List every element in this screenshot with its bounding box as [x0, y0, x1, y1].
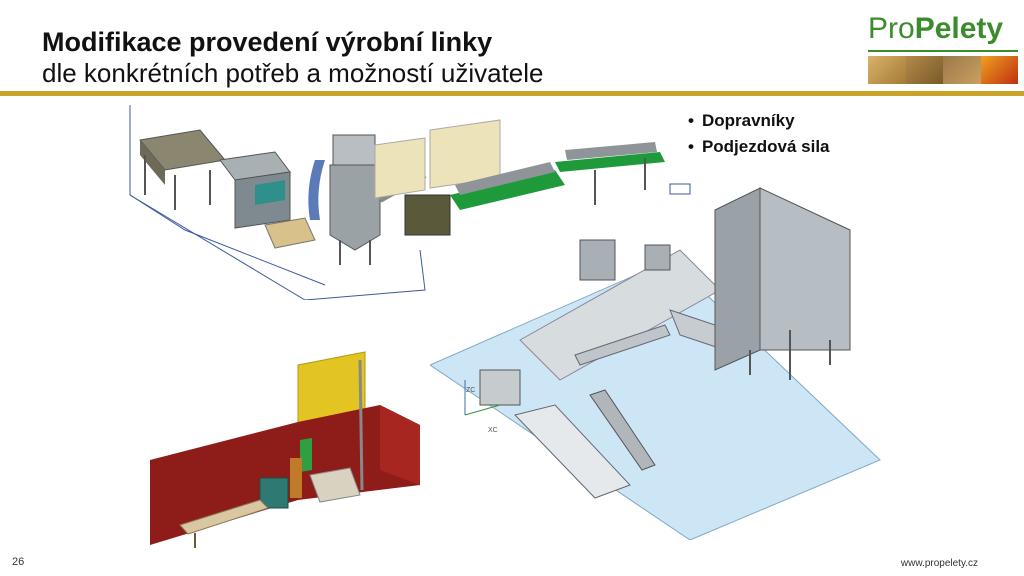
- production-line-render-top: [129, 105, 691, 300]
- page-number: 26: [12, 556, 25, 568]
- axis-label-xc: XC: [488, 427, 498, 434]
- bullet-item: Podjezdová sila: [688, 134, 830, 160]
- large-line-render: ZC XC: [430, 187, 881, 540]
- bullet-item: Dopravníky: [688, 108, 830, 134]
- footer-url: www.propelety.cz: [900, 558, 978, 569]
- logo-text: ProPelety: [868, 12, 1004, 45]
- propelety-logo-icon: ProPelety: [868, 10, 1018, 84]
- bullet-list: Dopravníky Podjezdová sila: [688, 108, 830, 160]
- header-rule: [0, 91, 1024, 96]
- title-block: Modifikace provedení výrobní linky dle k…: [42, 26, 544, 88]
- axis-label-zc: ZC: [466, 387, 475, 394]
- slide-subtitle: dle konkrétních potřeb a možností uživat…: [42, 58, 544, 88]
- logo-photo-strip: [868, 56, 1018, 84]
- slide-title: Modifikace provedení výrobní linky: [42, 27, 493, 57]
- compact-line-render: [150, 351, 420, 548]
- logo-underline: [868, 50, 1018, 52]
